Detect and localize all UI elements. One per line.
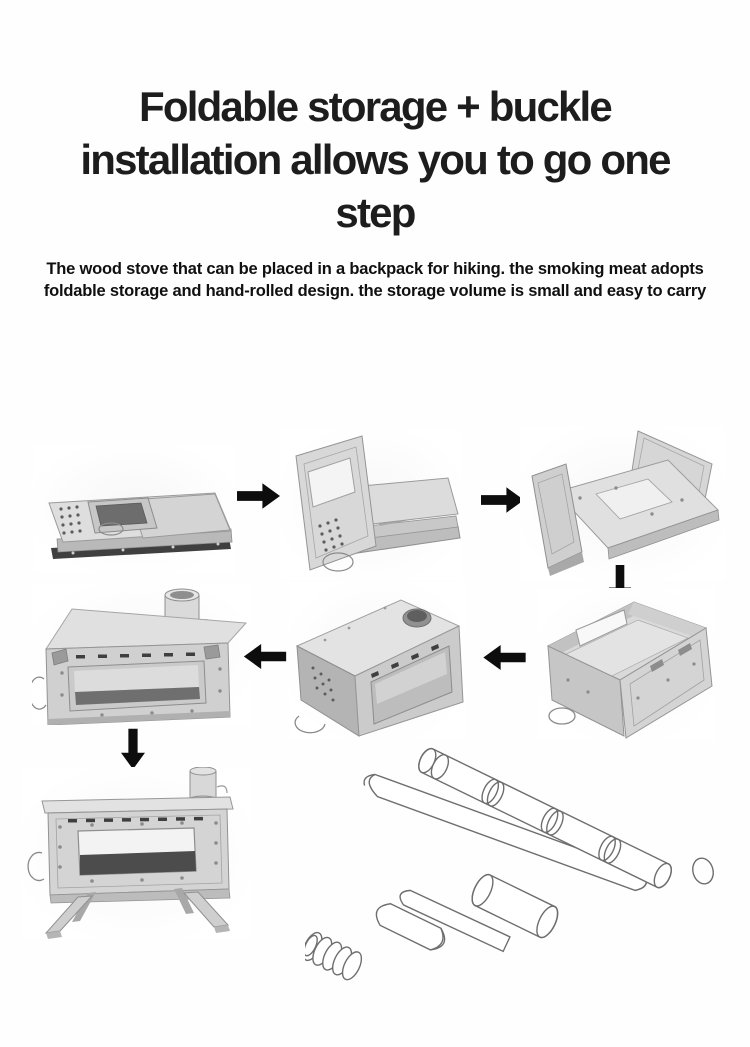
step-5-photo-stove-flue-hole <box>289 582 466 740</box>
arrow-left-icon <box>483 645 526 670</box>
stove-unfolding-illustration <box>295 435 461 572</box>
step-1-photo-stove-folded-flat <box>33 445 235 573</box>
step-7-photo-stove-complete <box>22 767 252 939</box>
step-3-photo-stove-open-tray <box>520 426 725 581</box>
stove-open-tray-illustration <box>531 430 720 576</box>
stove-complete-illustration <box>27 767 234 939</box>
stove-folded-flat-illustration <box>48 492 233 559</box>
chimney-parts-sketch <box>305 747 714 981</box>
step-6-photo-stove-assembled <box>32 583 252 725</box>
arrow-right-icon <box>237 483 280 509</box>
page-title: Foldable storage + buckle installation a… <box>80 83 671 237</box>
page-description: The wood stove that can be placed in a b… <box>43 259 707 301</box>
arrow-left-icon <box>243 644 287 669</box>
arrow-right-icon <box>481 487 524 513</box>
arrow-down-icon <box>121 726 145 772</box>
step-2-photo-stove-unfolding <box>280 430 462 580</box>
stove-flue-hole-illustration <box>294 599 464 737</box>
step-8-sketch-chimney-parts <box>305 737 730 992</box>
stove-open-box-illustration <box>546 601 713 739</box>
stove-assembled-illustration <box>32 588 248 725</box>
step-4-photo-stove-open-box <box>538 588 716 740</box>
